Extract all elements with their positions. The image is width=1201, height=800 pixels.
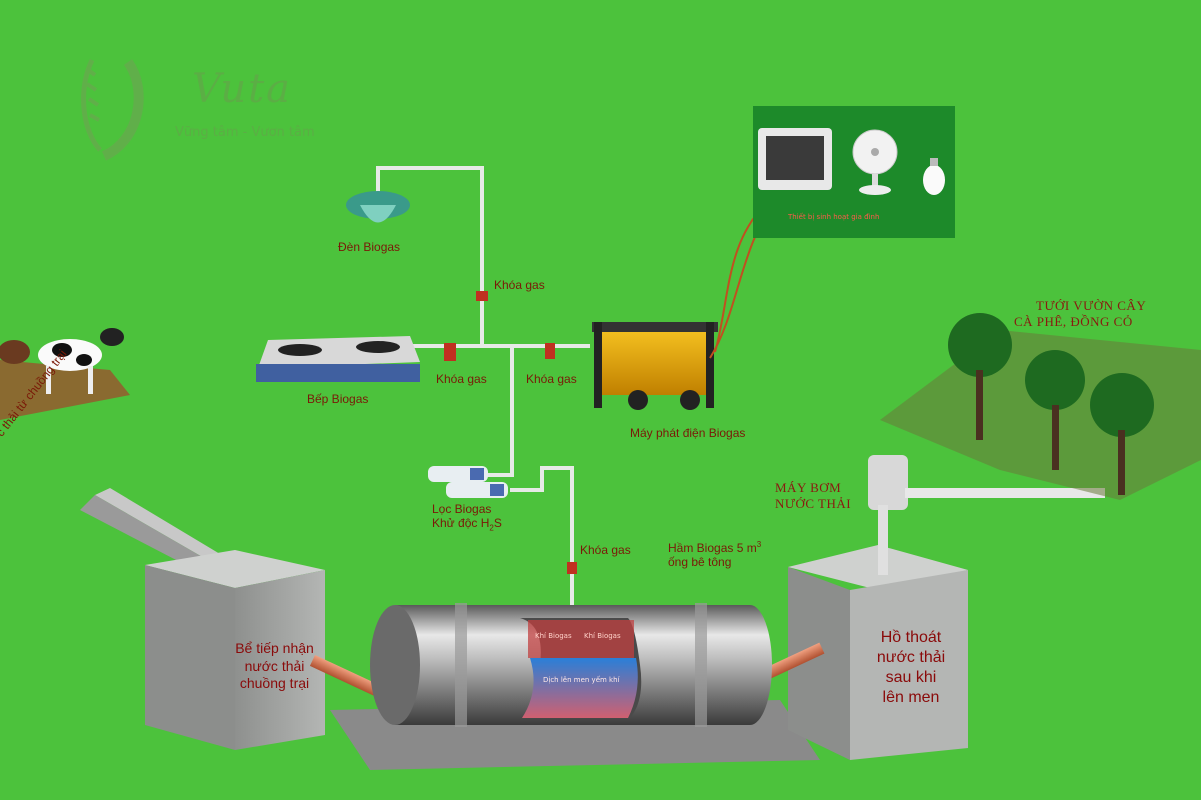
tank-gas-label: Khí Biogas [584, 632, 621, 640]
pasture [0, 360, 130, 420]
tank-gas-left-label: Khí Biogas [535, 632, 572, 640]
water-pump-icon [868, 455, 1105, 575]
appliances-label: Thiết bị sinh hoạt gia đình [788, 213, 880, 221]
lamp-label: Đèn Biogas [338, 240, 401, 254]
biogas-lamp-icon [346, 191, 410, 223]
valve-tank-label: Khóa gas [580, 543, 631, 557]
generator-label: Máy phát điện Biogas [630, 426, 746, 440]
biogas-stove-icon [256, 336, 420, 382]
logo-icon [81, 58, 144, 161]
stove-label: Bếp Biogas [307, 392, 369, 406]
outlet-tank-label: Hồ thoát nước thải sau khi lên men [876, 629, 946, 706]
inflow-chute [95, 488, 230, 566]
cow-icon [0, 328, 124, 394]
biogas-digester [370, 603, 772, 727]
biogas-filter-icon [428, 466, 508, 498]
intake-tank-label: Bể tiếp nhận nước thải chuồng trại [235, 640, 314, 691]
tank-liquid-label: Dịch lên men yếm khí [543, 676, 620, 684]
digester-label: Hầm Biogas 5 m3 ống bê tông [668, 540, 762, 569]
outlet-pipe [764, 642, 825, 679]
tree-icon [948, 313, 1154, 495]
television-icon [758, 128, 832, 190]
intake-tank [145, 550, 325, 750]
valve-left-label: Khóa gas [436, 372, 487, 386]
valve-right-label: Khóa gas [526, 372, 577, 386]
fan-icon [852, 129, 898, 195]
biogas-generator-icon [592, 322, 718, 410]
valve-icon [444, 291, 577, 574]
gas-pipe-network [376, 166, 590, 605]
brand-tagline: Vững tâm - Vươn tâm [175, 125, 315, 140]
brand-name: Vuta [192, 66, 293, 112]
filter-label: Lọc Biogas Khử độc H2S [432, 502, 502, 533]
light-bulb-icon [923, 158, 945, 195]
inlet-pipe [309, 655, 383, 698]
valve-top-label: Khóa gas [494, 278, 545, 292]
